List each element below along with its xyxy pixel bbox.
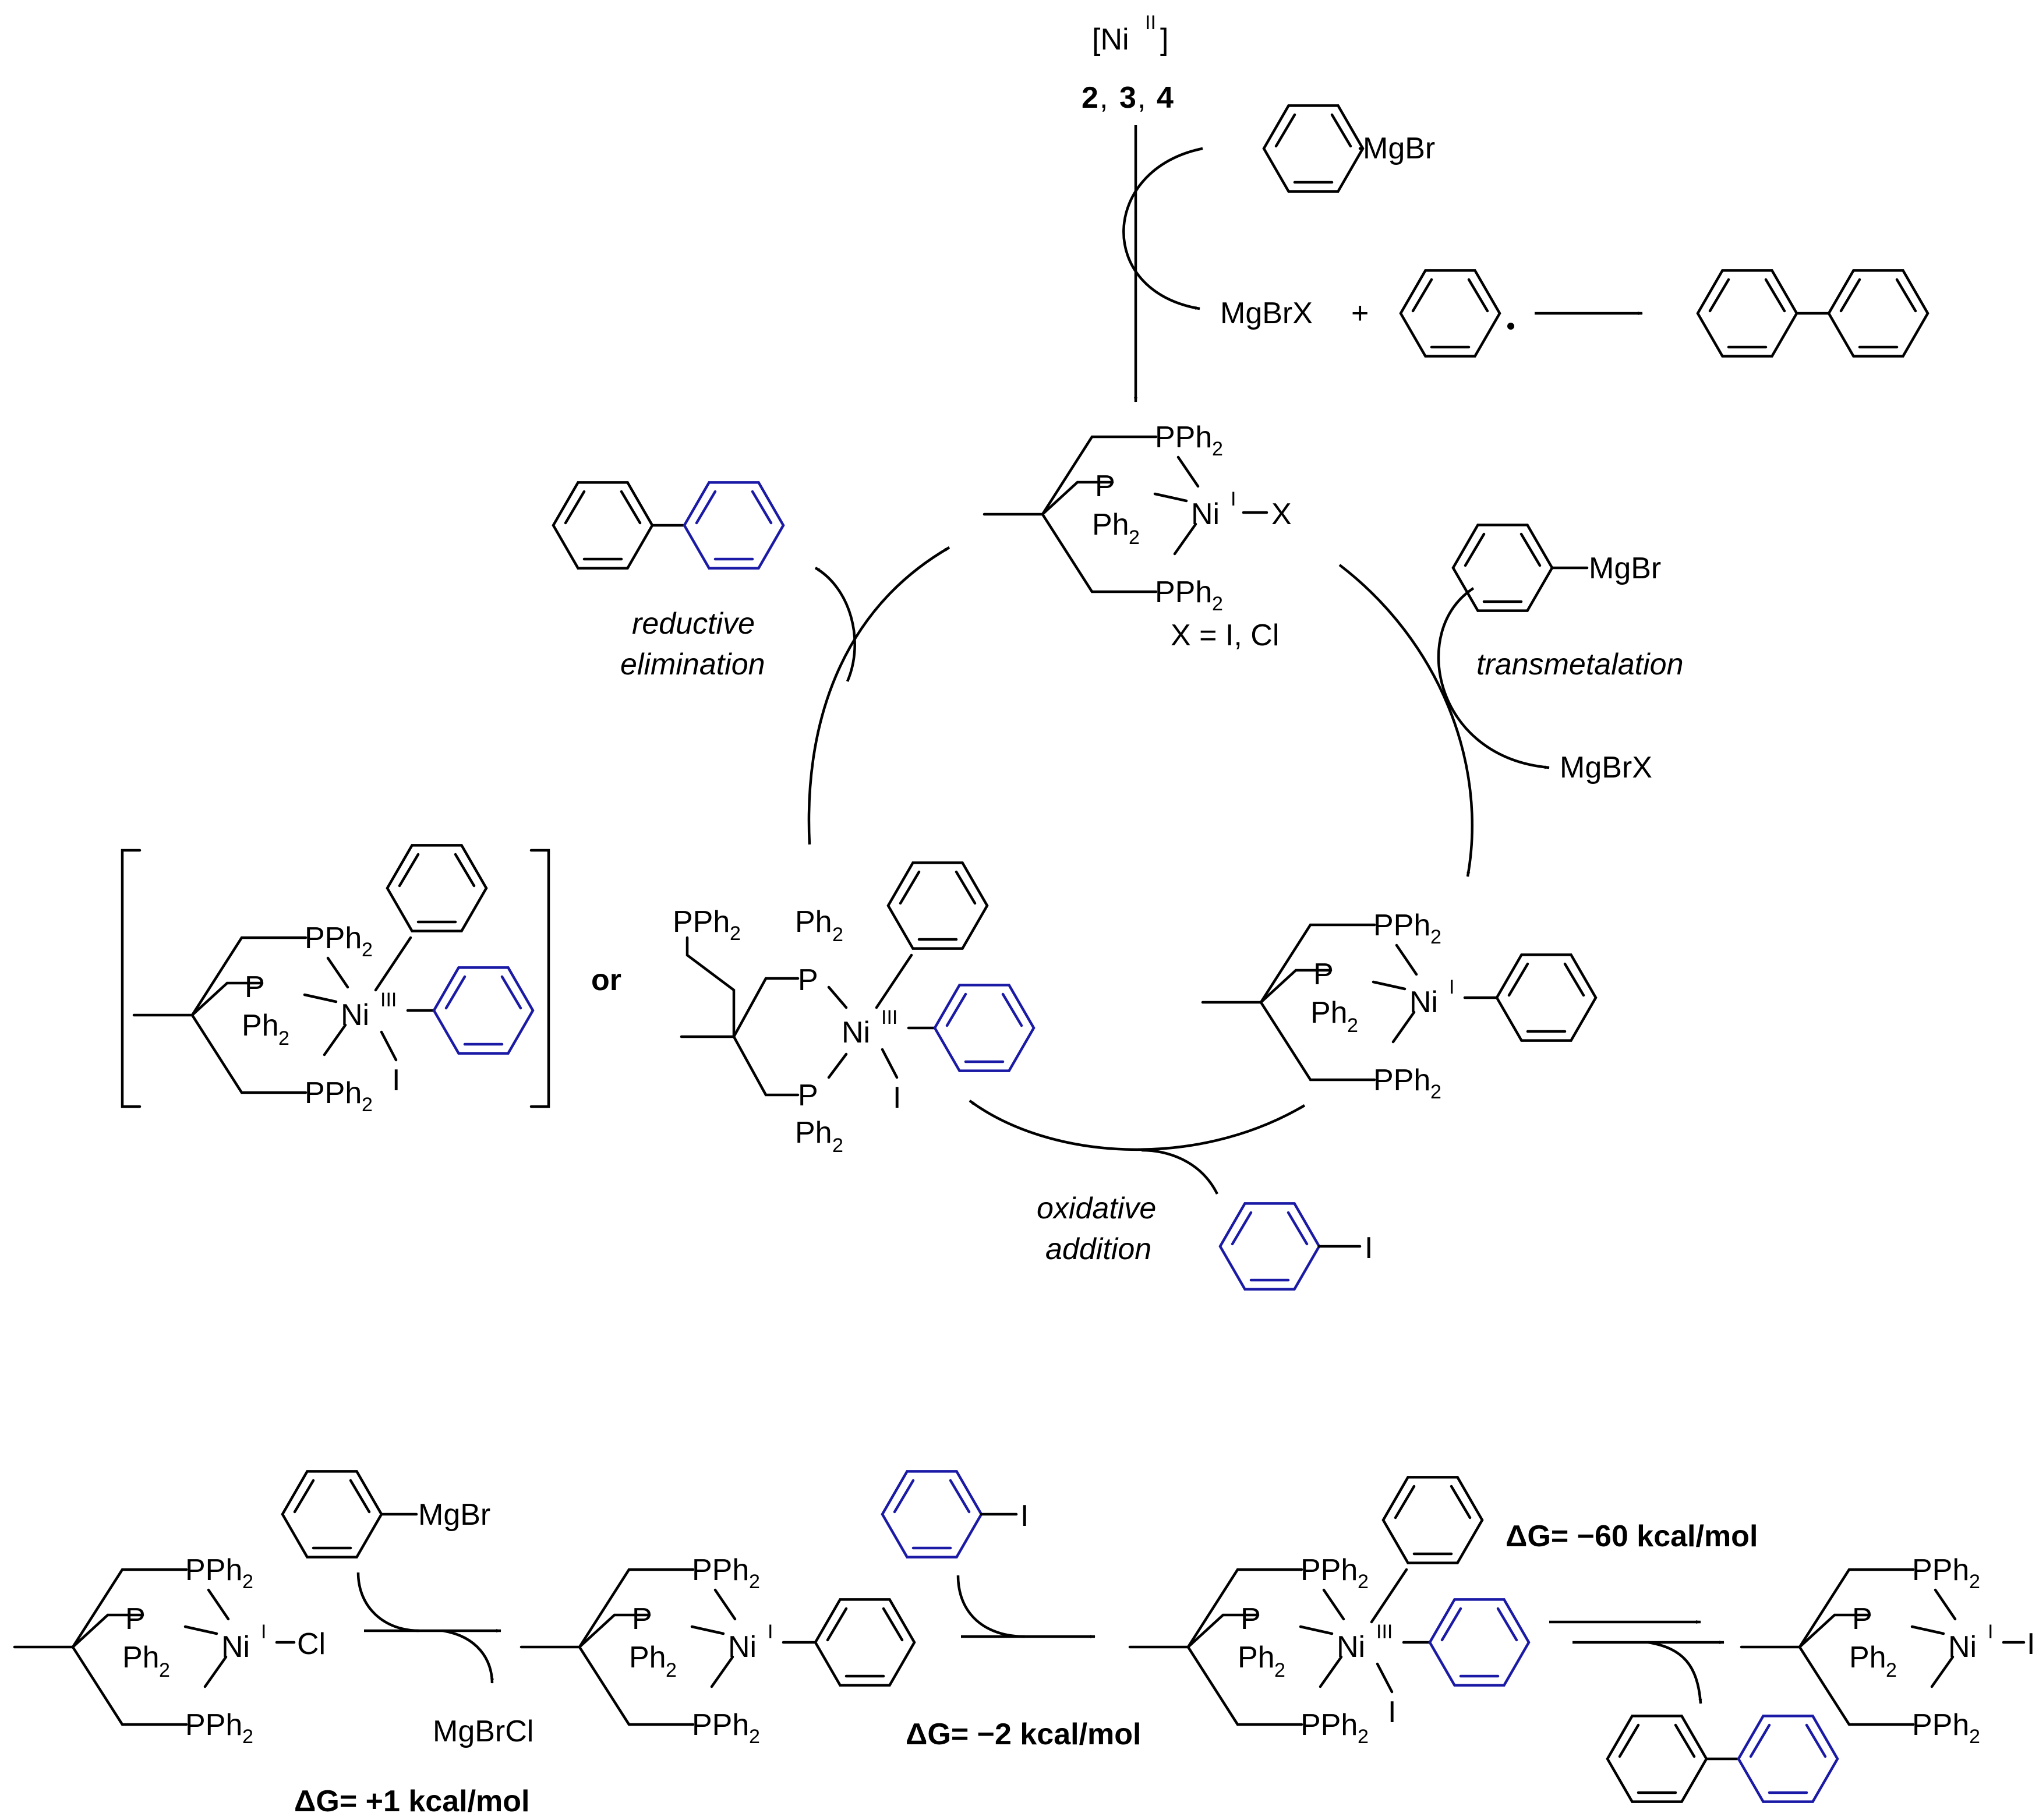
svg-text:2: 2 — [730, 923, 741, 945]
ni-precursor-label: [Ni II ] — [1092, 12, 1168, 56]
precursor-compound-numbers: 2 , 3 , 4 — [1082, 81, 1174, 115]
step-label-oxidative: oxidative — [1037, 1192, 1156, 1225]
dg-step3: ΔG= −60 kcal/mol — [1506, 1519, 1758, 1553]
biphenyl-top — [1698, 270, 1928, 356]
ni3-kappa3-complex-bracketed — [121, 845, 550, 1116]
step-label-reductive: reductive — [632, 607, 755, 641]
cycle-arrow-reductive-elimination — [807, 546, 950, 845]
step-label-addition: addition — [1045, 1232, 1151, 1266]
cycle-arrow-transmetalation — [1338, 564, 1474, 877]
phenyl-radical — [1401, 270, 1514, 356]
halide-definition: X = I, Cl — [1171, 619, 1279, 652]
bottom-ni1-iodide: I — [1741, 1553, 2035, 1748]
biphenyl-product-cycle — [553, 482, 783, 568]
oxidative-addition-side-arrow — [1141, 1148, 1219, 1195]
svg-text:MgBr: MgBr — [1363, 132, 1435, 165]
bottom-ni3-complex — [1130, 1477, 1529, 1748]
or-label: or — [591, 963, 621, 997]
phenylmagnesium-bromide-cycle: MgBr — [1453, 525, 1661, 610]
svg-text:III: III — [881, 1006, 897, 1029]
svg-text:Ni: Ni — [842, 1016, 870, 1049]
svg-text:3: 3 — [1119, 81, 1136, 115]
bottom-step1-in-arrow — [356, 1572, 420, 1632]
dg-step2: ΔG= −2 kcal/mol — [906, 1717, 1141, 1751]
ni3-kappa2-complex: PPh 2 Ph 2 P P Ph 2 Ni III I — [673, 863, 1034, 1157]
cycle-arrow-oxidative-addition — [969, 1100, 1306, 1151]
byproduct-mgbrx-top: MgBrX — [1220, 296, 1313, 330]
svg-text:,: , — [1100, 81, 1108, 115]
svg-text:P: P — [798, 963, 818, 997]
reductive-elimination-side-arrow — [814, 567, 856, 682]
svg-text:I: I — [1365, 1231, 1373, 1265]
step-label-transmetalation: transmetalation — [1476, 648, 1684, 681]
bottom-ni1-phenyl — [521, 1553, 914, 1748]
svg-text:P: P — [798, 1079, 818, 1112]
svg-text:II: II — [1145, 12, 1156, 34]
plus-sign: + — [1351, 296, 1369, 330]
bottom-step2-in-arrow — [956, 1575, 1026, 1638]
step-label-elimination: elimination — [620, 648, 765, 681]
svg-text:Ph: Ph — [795, 1116, 832, 1150]
svg-text:2: 2 — [1082, 81, 1098, 115]
ssingle-electron-arrow — [1122, 147, 1203, 310]
svg-text:MgBr: MgBr — [1589, 552, 1661, 585]
svg-text:PPh: PPh — [673, 905, 730, 939]
svg-text:]: ] — [1160, 23, 1168, 56]
svg-text:MgBr: MgBr — [418, 1498, 490, 1532]
svg-text:4: 4 — [1157, 81, 1174, 115]
svg-text:2: 2 — [832, 1135, 843, 1157]
svg-text:I: I — [2027, 1627, 2035, 1661]
svg-text:Ph: Ph — [795, 905, 832, 939]
bottom-step1-out-arrow — [442, 1629, 494, 1684]
bottom-phenylmagnesium-bromide: MgBr — [282, 1471, 490, 1557]
bottom-iodobenzene: I — [882, 1471, 1029, 1557]
svg-text:[Ni: [Ni — [1092, 23, 1129, 56]
iodobenzene-cycle: I — [1220, 1203, 1373, 1289]
dg-step1: ΔG= +1 kcal/mol — [294, 1784, 529, 1818]
bottom-ni1-chloride: Cl — [15, 1553, 326, 1748]
ni1-halide-complex: X — [984, 420, 1292, 615]
transmetalation-side-arrow — [1437, 587, 1550, 769]
ni1-phenyl-complex — [1203, 909, 1596, 1103]
bottom-step3-out-arrow — [1648, 1641, 1702, 1704]
svg-text:X: X — [1271, 497, 1292, 531]
bottom-mgbrcl: MgBrCl — [433, 1715, 533, 1748]
svg-text:I: I — [1020, 1499, 1029, 1533]
byproduct-mgbrx-cycle: MgBrX — [1560, 751, 1652, 784]
bottom-biphenyl-product — [1607, 1716, 1837, 1801]
svg-text:,: , — [1137, 81, 1146, 115]
svg-text:I: I — [893, 1081, 901, 1115]
phenylmagnesium-bromide-top: MgBr — [1264, 105, 1435, 191]
svg-text:2: 2 — [832, 924, 843, 946]
svg-text:Cl: Cl — [297, 1627, 326, 1661]
